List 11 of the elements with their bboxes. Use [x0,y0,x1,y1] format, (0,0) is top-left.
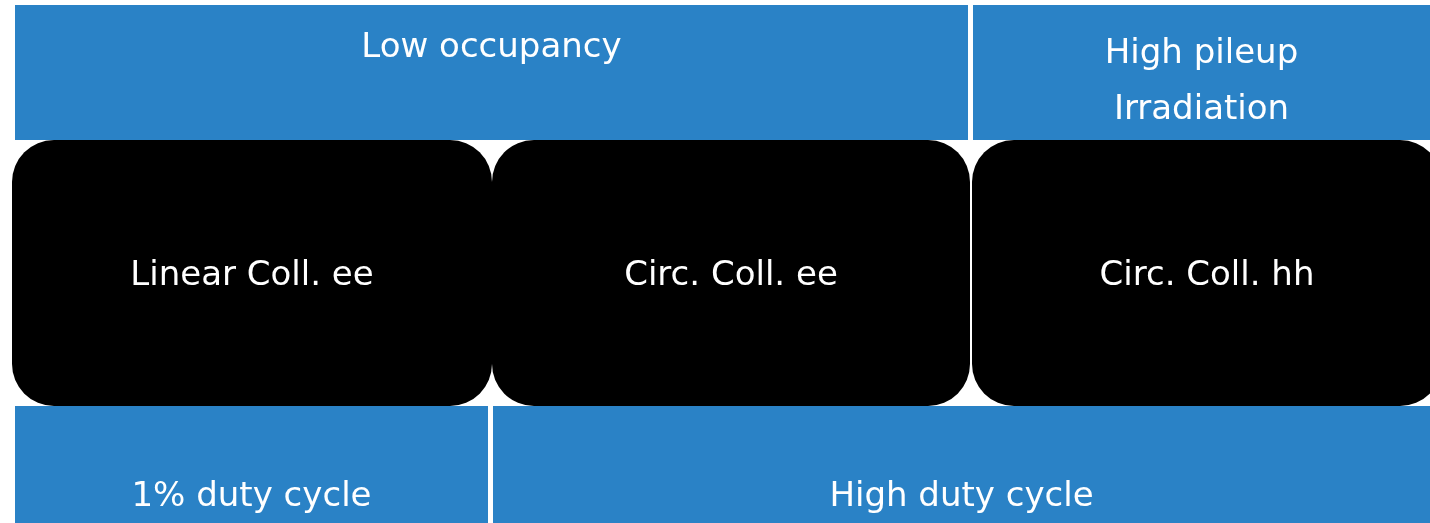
collider-box: Linear Coll. ee [12,140,492,406]
band-label: 1% duty cycle [130,473,373,516]
collider-box: Circ. Coll. hh [972,140,1430,406]
collider-box: Circ. Coll. ee [492,140,970,406]
band-label: High duty cycle [828,473,1095,516]
band-panel [493,406,1430,523]
band-label: Low occupancy [360,24,623,67]
band-panel [15,406,488,523]
band-panel [973,5,1430,140]
band-panel [15,5,968,140]
band-label: High pileup Irradiation [1103,30,1300,129]
